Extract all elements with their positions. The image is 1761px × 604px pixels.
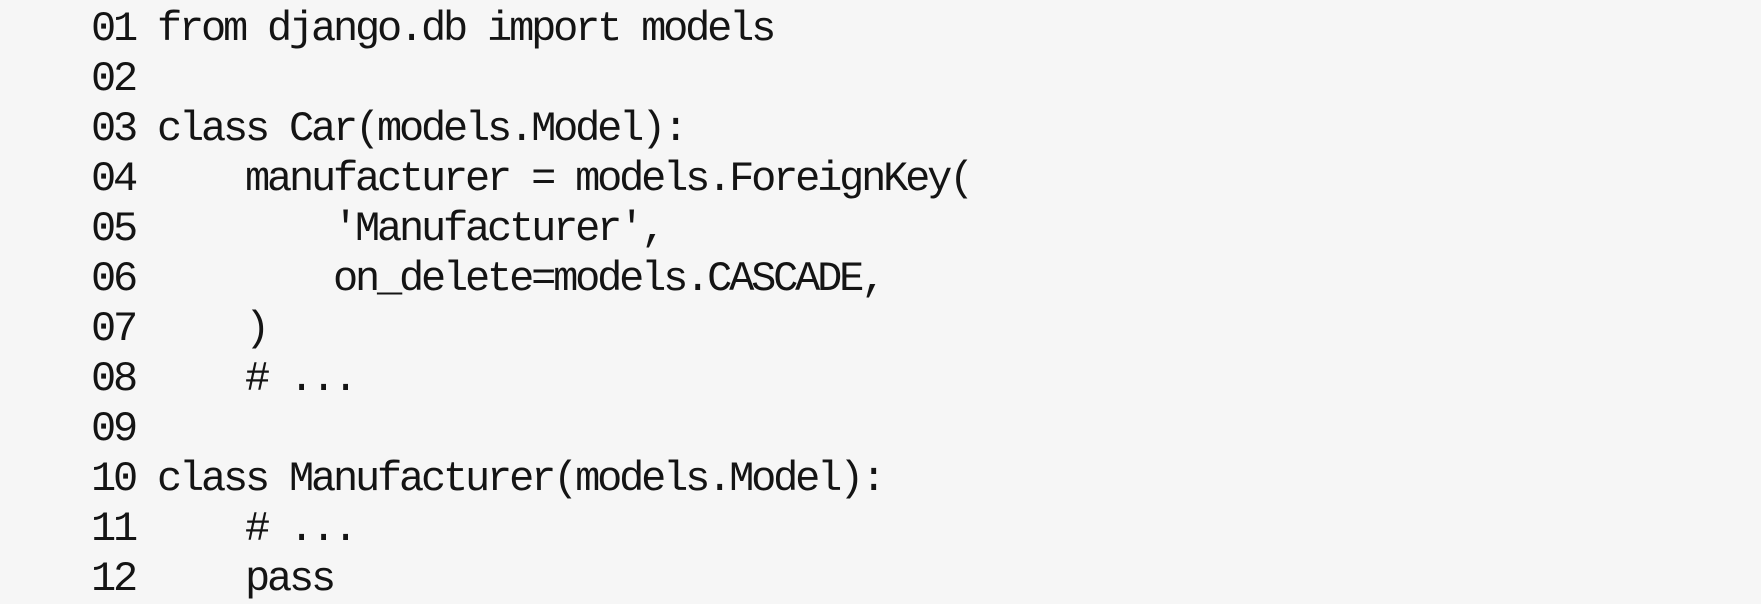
code-text: 'Manufacturer', xyxy=(157,205,666,253)
code-text: ) xyxy=(157,305,270,353)
code-line: 03 class Car(models.Model): xyxy=(91,104,1761,154)
code-text: # ... xyxy=(157,355,358,403)
code-text: on_delete=models.CASCADE, xyxy=(157,255,886,303)
line-number: 04 xyxy=(91,155,138,203)
code-line: 11 # ... xyxy=(91,504,1761,554)
code-line: 09 xyxy=(91,404,1761,454)
code-text: pass xyxy=(157,555,336,603)
line-number: 01 xyxy=(91,5,138,53)
code-text: # ... xyxy=(157,505,358,553)
code-line: 07 ) xyxy=(91,304,1761,354)
line-number: 08 xyxy=(91,355,138,403)
code-line: 08 # ... xyxy=(91,354,1761,404)
code-line: 05 'Manufacturer', xyxy=(91,204,1761,254)
code-text: class Car(models.Model): xyxy=(157,105,688,153)
code-line: 04 manufacturer = models.ForeignKey( xyxy=(91,154,1761,204)
code-text: class Manufacturer(models.Model): xyxy=(157,455,886,503)
line-number: 02 xyxy=(91,55,138,103)
code-line: 06 on_delete=models.CASCADE, xyxy=(91,254,1761,304)
code-line: 02 xyxy=(91,54,1761,104)
line-number: 11 xyxy=(91,505,138,553)
code-line: 10 class Manufacturer(models.Model): xyxy=(91,454,1761,504)
line-number: 07 xyxy=(91,305,138,353)
line-number: 05 xyxy=(91,205,138,253)
code-text: from django.db import models xyxy=(157,5,776,53)
line-number: 10 xyxy=(91,455,138,503)
line-number: 06 xyxy=(91,255,138,303)
code-line: 01 from django.db import models xyxy=(91,4,1761,54)
code-line: 12 pass xyxy=(91,554,1761,604)
code-text: manufacturer = models.ForeignKey( xyxy=(157,155,974,203)
line-number: 12 xyxy=(91,555,138,603)
line-number: 03 xyxy=(91,105,138,153)
line-number: 09 xyxy=(91,405,138,453)
